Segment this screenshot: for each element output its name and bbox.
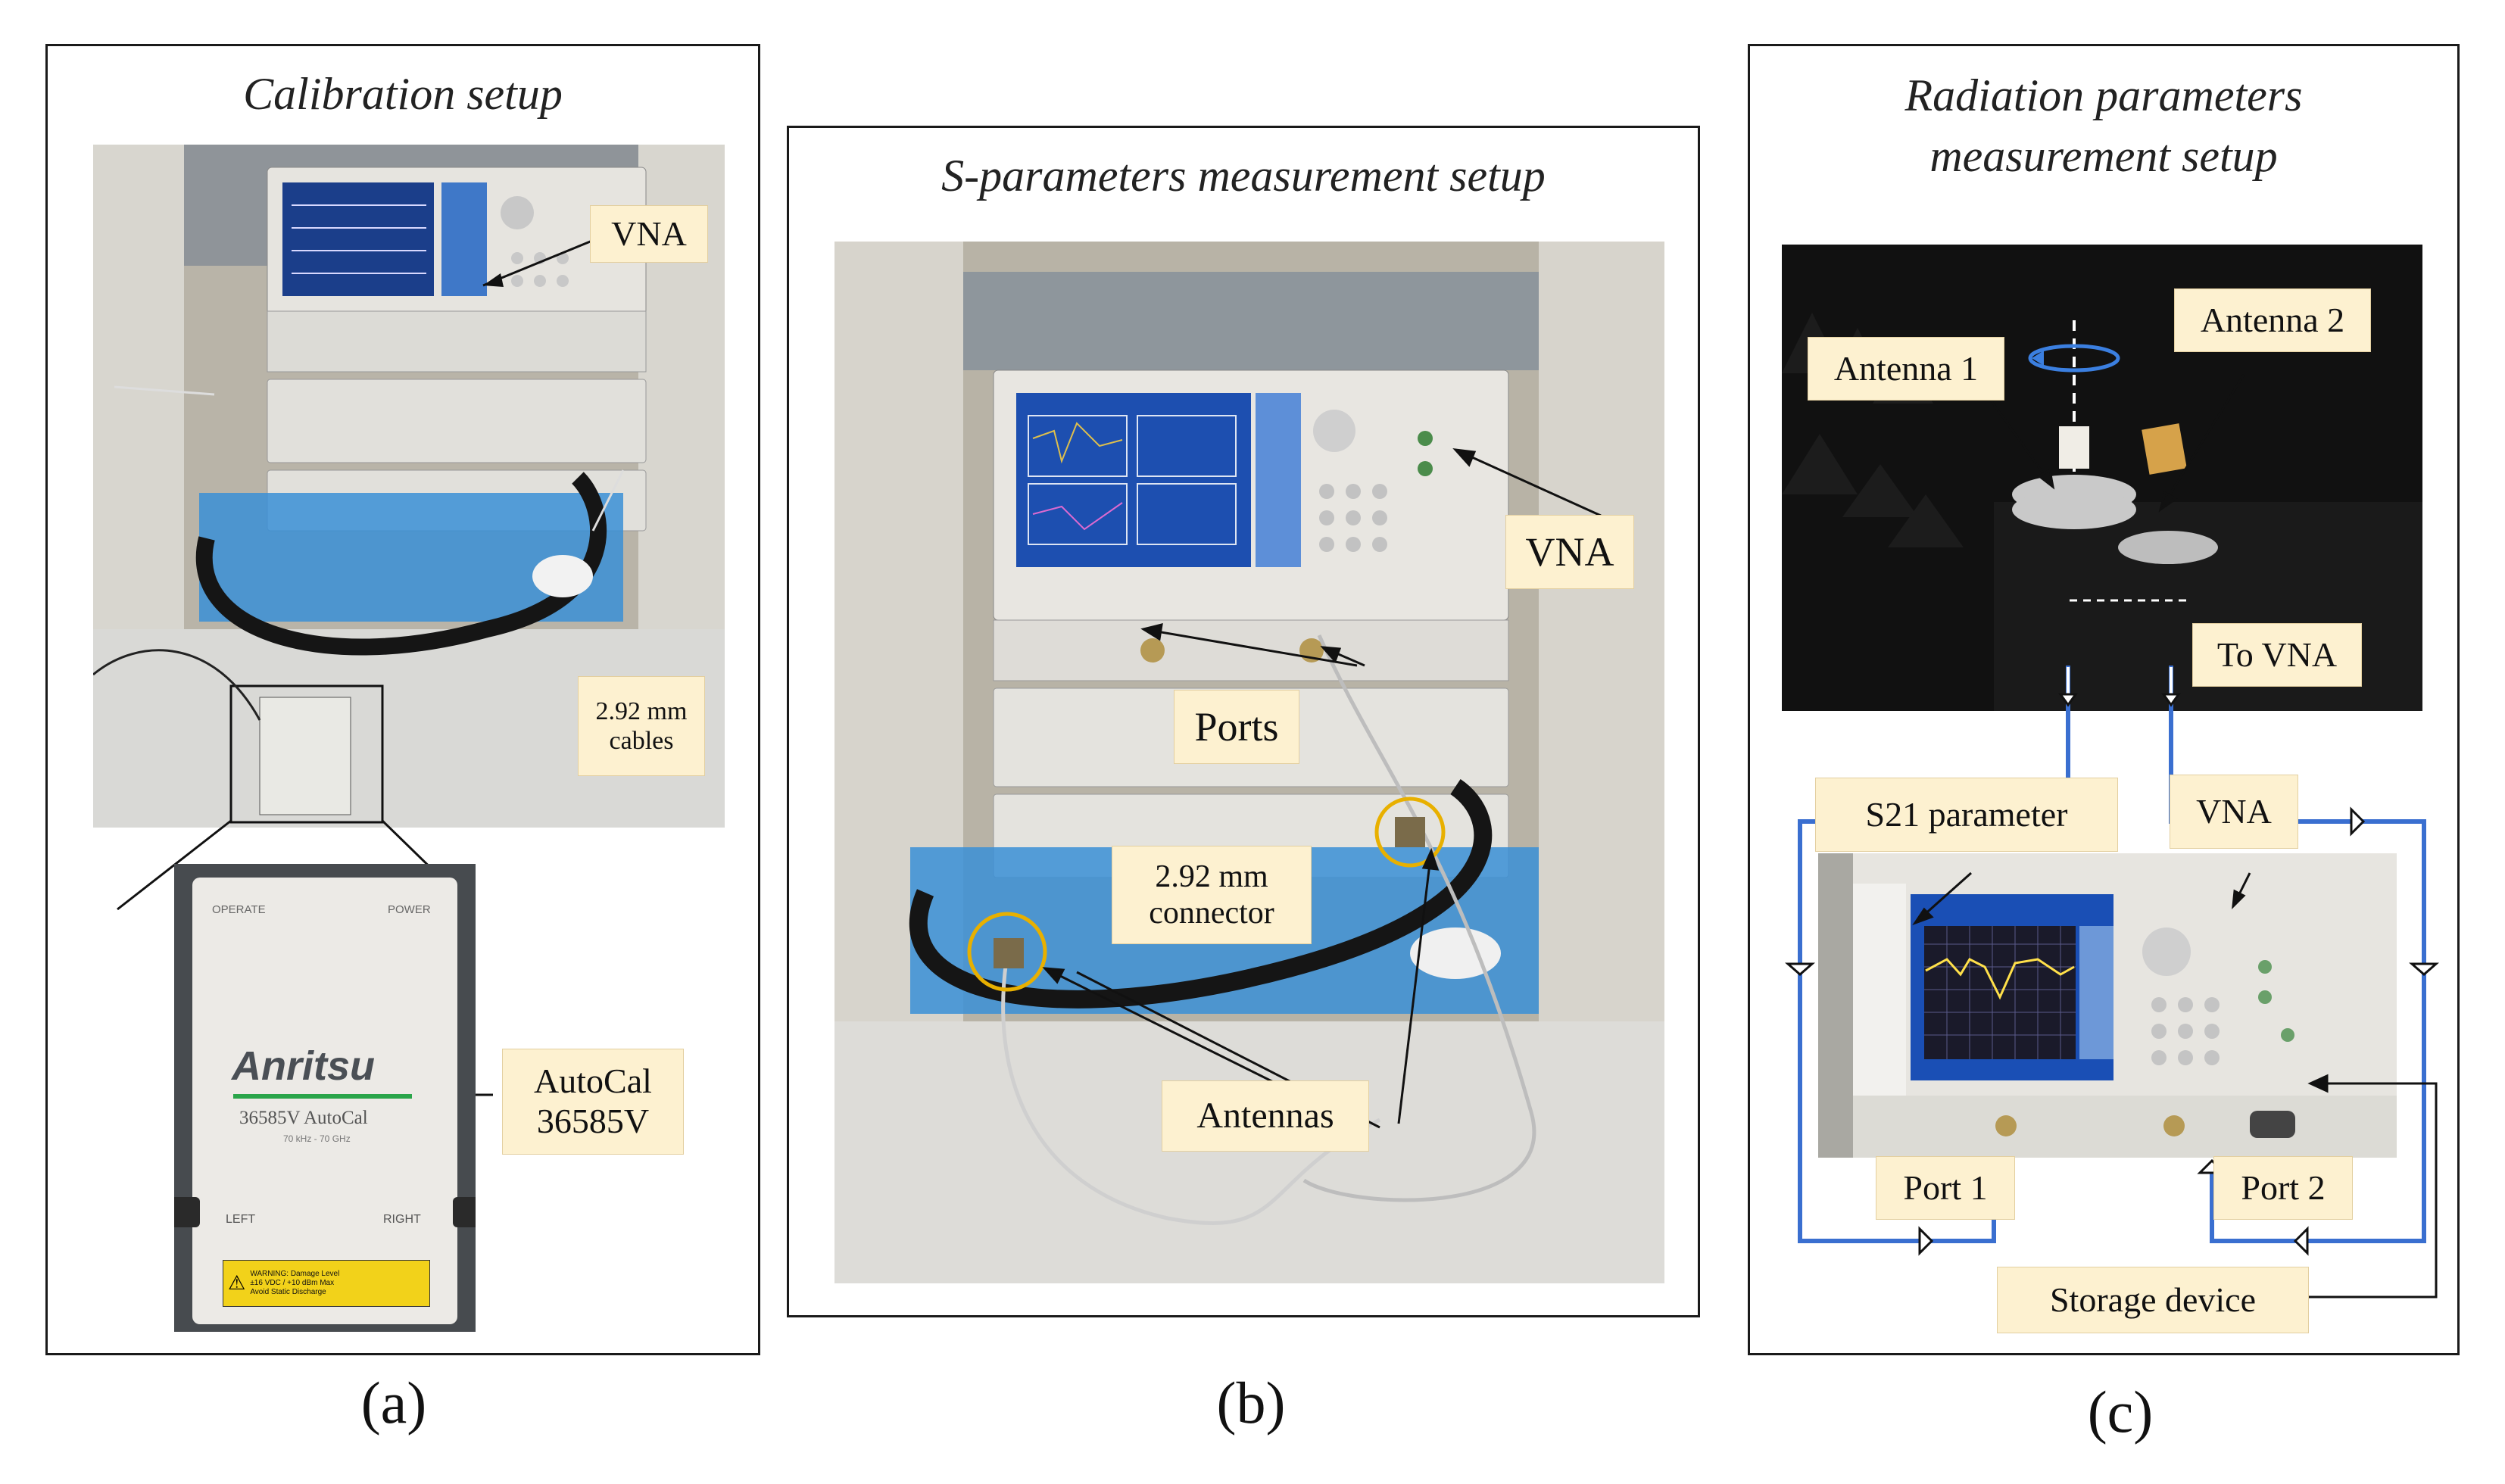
right-label: RIGHT [383, 1213, 421, 1226]
callout-ports: Ports [1174, 690, 1299, 764]
panel-c-title-line2: measurement setup [1929, 131, 2278, 181]
power-label: POWER [388, 903, 431, 916]
callout-autocal-text: AutoCal 36585V [534, 1062, 652, 1140]
callout-connector-text: 2.92 mm connector [1149, 859, 1274, 931]
right-connector [453, 1197, 476, 1227]
callout-port-2: Port 2 [2213, 1156, 2353, 1220]
model-label: 36585V AutoCal [239, 1108, 368, 1128]
left-label: LEFT [226, 1213, 256, 1226]
callout-to-vna: To VNA [2192, 623, 2362, 687]
anritsu-logo-underline [233, 1094, 412, 1099]
callout-autocal: AutoCal 36585V [502, 1049, 684, 1155]
s-parameters-photo [834, 242, 1664, 1283]
warning-sticker: ⚠ WARNING: Damage Level ±16 VDC / +10 dB… [223, 1260, 430, 1307]
calibration-photo-drawing [93, 145, 725, 828]
callout-antenna-1: Antenna 1 [1808, 337, 2004, 401]
autocal-device: OPERATE POWER Anritsu 36585V AutoCal 70 … [192, 878, 457, 1324]
panel-b: S-parameters measurement setup [787, 126, 1700, 1317]
callout-vna-a: VNA [590, 205, 708, 263]
callout-cables-text: 2.92 mm cables [595, 697, 688, 755]
panel-c-title-line1: Radiation parameters [1904, 70, 2303, 120]
callout-s21-parameter: S21 parameter [1815, 778, 2118, 852]
caption-b: (b) [1216, 1370, 1286, 1436]
callout-antenna-2: Antenna 2 [2174, 288, 2371, 352]
panel-a-title: Calibration setup [243, 69, 563, 119]
warning-text: WARNING: Damage Level ±16 VDC / +10 dBm … [250, 1270, 340, 1296]
panel-a: Calibration setup [45, 44, 760, 1355]
callout-port-1: Port 1 [1876, 1156, 2015, 1220]
vna-photo-c [1818, 853, 2397, 1158]
callout-connector: 2.92 mm connector [1112, 846, 1312, 944]
callout-vna-c: VNA [2170, 775, 2298, 849]
vna-photo-c-drawing [1818, 853, 2397, 1158]
callout-antennas: Antennas [1162, 1080, 1369, 1152]
left-connector [174, 1197, 200, 1227]
callout-cables: 2.92 mm cables [578, 676, 705, 776]
autocal-closeup-photo: OPERATE POWER Anritsu 36585V AutoCal 70 … [174, 864, 476, 1332]
callout-storage-device: Storage device [1997, 1267, 2309, 1333]
caption-a: (a) [360, 1370, 427, 1436]
warning-triangle-icon: ⚠ [228, 1272, 246, 1294]
callout-vna-b: VNA [1505, 515, 1634, 589]
panel-c: Radiation parameters measurement setup [1748, 44, 2460, 1355]
signal-lines [1785, 374, 2439, 1298]
range-label: 70 kHz - 70 GHz [283, 1133, 351, 1144]
caption-c: (c) [2087, 1379, 2154, 1445]
panel-b-title: S-parameters measurement setup [941, 151, 1546, 201]
anritsu-logo: Anritsu [232, 1043, 375, 1089]
operate-label: OPERATE [212, 903, 266, 916]
